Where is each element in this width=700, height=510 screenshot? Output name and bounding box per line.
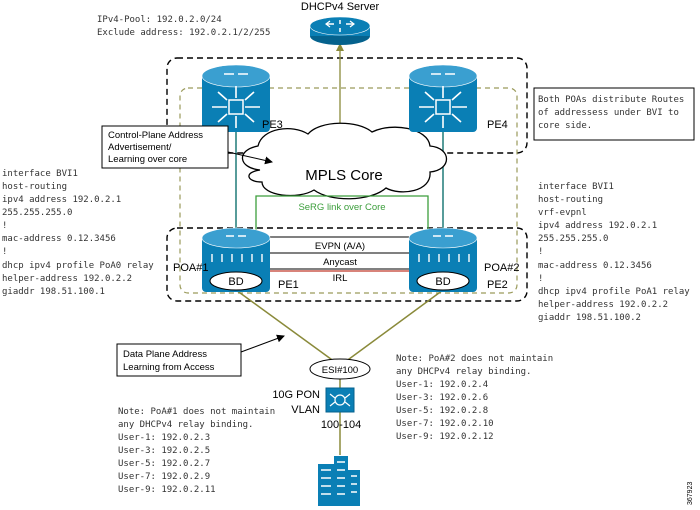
config-left-line: mac-address 0.12.3456 (2, 234, 116, 244)
pe2-label: PE2 (487, 279, 508, 291)
evpn-label: EVPN (A/A) (315, 241, 365, 252)
config-right-line: ! (538, 274, 543, 284)
building-icon (318, 456, 360, 506)
note-poa2-line: User-3: 192.0.2.6 (396, 393, 488, 403)
note-poa1-line: User-9: 192.0.2.11 (118, 485, 216, 495)
pe3-label: PE3 (262, 119, 283, 131)
config-right-line: giaddr 198.51.100.2 (538, 313, 641, 323)
config-left-line: giaddr 198.51.100.1 (2, 287, 105, 297)
note-poa1: Note: PoA#1 does not maintain any DHCPv4… (118, 407, 275, 495)
routes-note-line-1: Both POAs distribute Routes (538, 95, 684, 105)
poa1-access-link (235, 289, 336, 363)
poa2-access-link (344, 289, 444, 363)
pool-line-1: IPv4-Pool: 192.0.2.0/24 (97, 15, 222, 25)
pon-line-3: 100-104 (321, 419, 361, 431)
config-right-line: interface BVI1 (538, 182, 614, 192)
pool-line-2: Exclude address: 192.0.2.1/2/255 (97, 28, 270, 38)
routes-note-box (533, 87, 695, 141)
config-left-line: ! (2, 247, 7, 257)
config-left-line: dhcp ipv4 profile PoA0 relay (2, 261, 154, 271)
config-right-line: host-routing (538, 195, 603, 205)
top-dashed-box (166, 57, 528, 154)
anycast-label: Anycast (323, 257, 357, 268)
control-plane-line-1: Control-Plane Address (108, 130, 203, 141)
config-left-line: ipv4 address 192.0.2.1 (2, 195, 121, 205)
control-plane-box (101, 125, 229, 169)
irl-label: IRL (333, 273, 348, 284)
data-plane-line-2: Learning from Access (123, 362, 215, 373)
pon-line-2: VLAN (291, 404, 320, 416)
mpls-cloud (241, 122, 447, 200)
poa2-label: POA#2 (484, 262, 519, 274)
note-poa1-line: User-1: 192.0.2.3 (118, 433, 210, 443)
config-right-line: 255.255.255.0 (538, 234, 608, 244)
note-poa2-line: Note: PoA#2 does not maintain (396, 354, 553, 364)
note-poa1-line: User-5: 192.0.2.7 (118, 459, 210, 469)
mpls-label: MPLS Core (305, 167, 383, 184)
config-left-line: 255.255.255.0 (2, 208, 72, 218)
olive-dashed-box (179, 87, 518, 294)
config-right: interface BVI1 host-routing vrf-evpnl ip… (538, 182, 690, 323)
config-left: interface BVI1 host-routing ipv4 address… (2, 169, 154, 297)
data-plane-box (116, 343, 242, 377)
control-plane-line-2: Advertisement/ (108, 142, 172, 153)
serg-link (255, 195, 429, 240)
note-poa2-line: any DHCPv4 relay binding. (396, 367, 531, 377)
config-right-line: dhcp ipv4 profile PoA1 relay (538, 287, 690, 297)
esi-label: ESI#100 (322, 365, 358, 376)
config-right-line: mac-address 0.12.3456 (538, 261, 652, 271)
note-poa1-line: User-7: 192.0.2.9 (118, 472, 210, 482)
note-poa2: Note: PoA#2 does not maintain any DHCPv4… (396, 354, 553, 442)
poa2-router-icon (408, 227, 478, 292)
routes-note-line-2: of addressess under BVI to (538, 108, 679, 118)
pon-line-1: 10G PON (272, 389, 320, 401)
note-poa2-line: User-7: 192.0.2.10 (396, 419, 494, 429)
note-poa2-line: User-9: 192.0.2.12 (396, 432, 494, 442)
esi-ellipse (309, 358, 371, 380)
note-poa2-line: User-1: 192.0.2.4 (396, 380, 488, 390)
figure-id: 367923 (687, 482, 694, 505)
control-plane-line-3: Learning over core (108, 154, 187, 165)
config-right-line: ipv4 address 192.0.2.1 (538, 221, 657, 231)
routes-note-line-3: core side. (538, 121, 592, 131)
bottom-dashed-box (166, 227, 528, 302)
note-poa1-line: Note: PoA#1 does not maintain (118, 407, 275, 417)
dhcp-server-label: DHCPv4 Server (301, 1, 380, 13)
config-left-line: host-routing (2, 182, 67, 192)
pe3-router-icon (201, 64, 271, 132)
serg-label: SeRG link over Core (298, 202, 385, 213)
data-plane-line-1: Data Plane Address (123, 349, 207, 360)
poa1-label: POA#1 (173, 262, 208, 274)
poa1-bd-label: BD (228, 276, 243, 288)
pon-switch-icon (325, 387, 355, 413)
poa2-bd-label: BD (435, 276, 450, 288)
config-left-line: ! (2, 221, 7, 231)
note-poa2-line: User-5: 192.0.2.8 (396, 406, 488, 416)
config-right-line: helper-address 192.0.2.2 (538, 300, 668, 310)
config-left-line: helper-address 192.0.2.2 (2, 274, 132, 284)
data-plane-arrow (240, 334, 285, 353)
note-poa1-line: any DHCPv4 relay binding. (118, 420, 253, 430)
pe4-label: PE4 (487, 119, 508, 131)
poa1-router-icon (201, 227, 271, 292)
dhcp-server-router-icon (309, 16, 371, 45)
pe1-label: PE1 (278, 279, 299, 291)
control-plane-arrow (227, 151, 273, 165)
config-right-line: ! (538, 247, 543, 257)
config-right-line: vrf-evpnl (538, 208, 587, 218)
pe4-router-icon (408, 64, 478, 132)
note-poa1-line: User-3: 192.0.2.5 (118, 446, 210, 456)
config-left-line: interface BVI1 (2, 169, 78, 179)
